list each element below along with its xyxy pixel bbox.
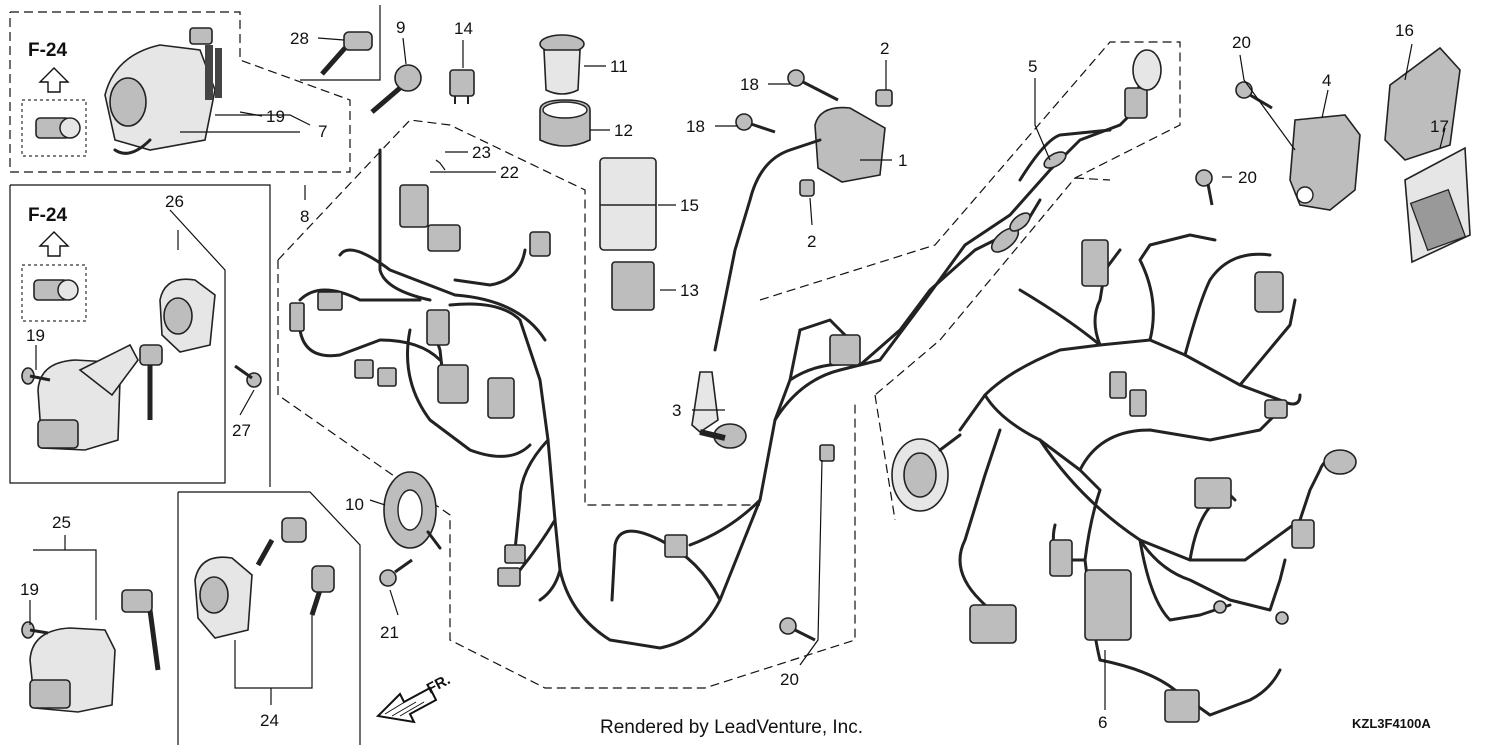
bolt-20-regulator (1235, 81, 1273, 110)
label-4: 4 (1322, 71, 1331, 90)
reference-label-mid: F-24 (28, 205, 68, 226)
label-18-lower: 18 (686, 117, 705, 136)
bolt-20-right (1195, 169, 1214, 206)
ignition-switch-26 (37, 343, 163, 451)
horn-10 (383, 471, 442, 550)
label-23: 23 (472, 143, 491, 162)
spark-plug-cap-3 (691, 371, 747, 449)
lock-cylinder-26 (159, 278, 216, 353)
label-20-top: 20 (1232, 33, 1251, 52)
ecu-cover-17 (1404, 146, 1471, 264)
label-24: 24 (260, 711, 279, 730)
clip-2-upper (875, 89, 893, 107)
inset-f24-mid (21, 231, 87, 322)
label-16: 16 (1395, 21, 1414, 40)
label-1: 1 (898, 151, 907, 170)
label-19-top: 19 (266, 107, 285, 126)
bolt-27 (234, 364, 262, 388)
diagram-code: KZL3F4100A (1352, 716, 1431, 731)
bolt-18-upper (787, 69, 839, 102)
label-3: 3 (672, 401, 681, 420)
label-2-upper: 2 (880, 39, 889, 58)
screw-19-lower (21, 621, 49, 639)
front-direction-arrow: FR. (375, 671, 453, 724)
inset-f24-top (21, 67, 87, 157)
ignition-switch-25 (29, 589, 161, 713)
lock-cylinder-24 (194, 517, 335, 639)
label-10: 10 (345, 495, 364, 514)
label-13: 13 (680, 281, 699, 300)
label-9: 9 (396, 18, 405, 37)
ignition-switch-assembly-top (104, 27, 222, 155)
bolt-21 (379, 558, 413, 587)
credit-text: Rendered by LeadVenture, Inc. (600, 717, 863, 738)
clip-2-lower (799, 179, 815, 197)
label-20-bottom: 20 (780, 670, 799, 689)
bolt-18-lower (735, 113, 776, 134)
label-11: 11 (610, 57, 628, 76)
label-15: 15 (680, 196, 699, 215)
label-8: 8 (300, 207, 309, 226)
reference-label-top: F-24 (28, 40, 68, 61)
label-27: 27 (232, 421, 251, 440)
relay-14 (449, 69, 475, 104)
label-28: 28 (290, 29, 309, 48)
screw-19 (21, 367, 51, 385)
label-14: 14 (454, 19, 473, 38)
leader-lines (29, 37, 1446, 710)
socket-11 (539, 34, 585, 95)
group-box-28 (300, 5, 381, 81)
label-26: 26 (165, 192, 184, 211)
label-20-right: 20 (1238, 168, 1257, 187)
key-28 (320, 31, 373, 76)
ignition-coil-1 (713, 106, 886, 352)
label-21: 21 (380, 623, 399, 642)
label-19-lower: 19 (20, 580, 39, 599)
ecu-16 (1384, 46, 1461, 161)
label-5: 5 (1028, 57, 1037, 76)
label-25: 25 (52, 513, 71, 532)
label-6: 6 (1098, 713, 1107, 732)
label-18-upper: 18 (740, 75, 759, 94)
label-12: 12 (614, 121, 633, 140)
group-box-24 (177, 491, 361, 745)
key-9 (370, 64, 422, 114)
label-19-mid: 19 (26, 326, 45, 345)
regulator-4 (1289, 114, 1361, 211)
group-box-26 (9, 184, 271, 487)
label-2-lower: 2 (807, 232, 816, 251)
harness-dash-outline (277, 41, 1181, 689)
group-box-7 (9, 11, 351, 173)
relay-13 (611, 261, 655, 311)
label-22: 22 (500, 163, 519, 182)
ring-12 (539, 99, 591, 147)
wire-harness-main (289, 49, 1357, 723)
relay-15 (599, 157, 657, 251)
label-7: 7 (318, 122, 327, 141)
label-17: 17 (1430, 117, 1449, 136)
bolt-20-lower (779, 617, 816, 642)
